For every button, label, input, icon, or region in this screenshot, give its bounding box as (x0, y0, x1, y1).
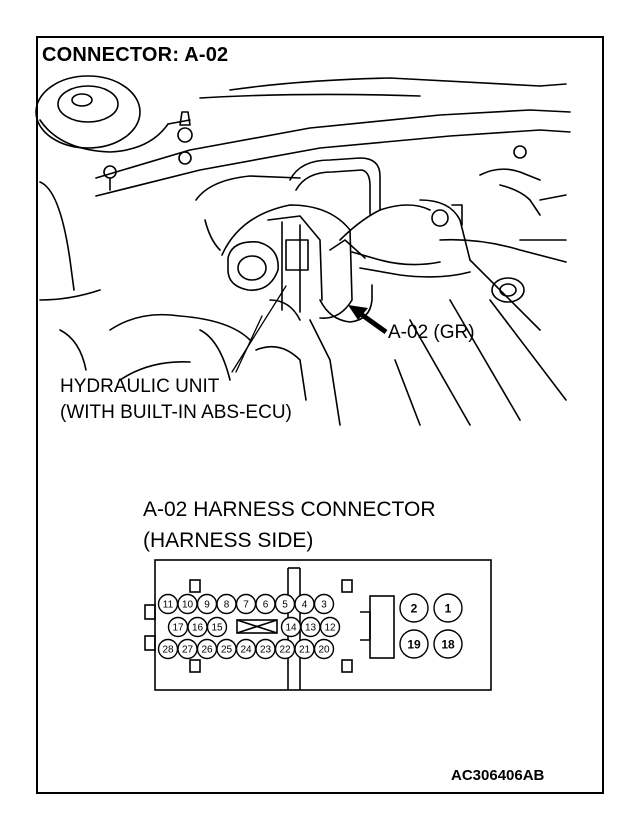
strut-mount (35, 75, 193, 153)
connector-callout: A-02 (GR) (388, 322, 475, 343)
pin-label-22: 22 (279, 645, 291, 656)
pin-label-17: 17 (172, 623, 184, 634)
pin-label-11: 11 (163, 600, 174, 611)
figure-code: AC306406AB (451, 767, 545, 784)
pin-label-23: 23 (260, 645, 272, 656)
pin-label-8: 8 (224, 600, 230, 611)
connector-arrow (348, 305, 388, 335)
fender (39, 181, 101, 301)
pin-label-9: 9 (204, 600, 210, 611)
pin-group-large: 2 1 19 18 (399, 593, 463, 659)
pin-label-18: 18 (441, 638, 455, 652)
pin-label-24: 24 (240, 645, 252, 656)
pin-2 (399, 593, 429, 623)
pin-group-small: 11 10 9 8 7 6 5 4 3 17 16 15 14 13 12 28 27 26 25 24 23 22 21 2… (157, 593, 341, 660)
brake-lines (289, 157, 471, 278)
harness-connector-title: A-02 HARNESS CONNECTOR (143, 498, 436, 521)
connector-title: CONNECTOR: A-02 (42, 44, 229, 66)
pin-label-20: 20 (318, 645, 330, 656)
pin-12 (319, 616, 341, 638)
pin-19 (399, 629, 429, 659)
pin-label-25: 25 (221, 645, 233, 656)
pin-label-4: 4 (302, 600, 308, 611)
lower-components (59, 299, 341, 426)
pin-label-28: 28 (162, 645, 174, 656)
hydraulic-unit-body (195, 175, 373, 323)
pin-1 (433, 593, 463, 623)
pin-label-16: 16 (192, 623, 204, 634)
figure-frame (36, 36, 604, 794)
hydraulic-unit-label: HYDRAULIC UNIT (60, 376, 220, 397)
pin-label-14: 14 (285, 623, 297, 634)
pin-label-2: 2 (411, 602, 418, 616)
pin-label-7: 7 (243, 600, 249, 611)
pin-label-1: 1 (445, 602, 452, 616)
pin-18 (433, 629, 463, 659)
pin-label-13: 13 (305, 623, 317, 634)
cowl-crossmember (95, 77, 571, 197)
pin-label-5: 5 (282, 600, 288, 611)
pin-3 (313, 593, 335, 615)
pin-15 (206, 616, 228, 638)
pin-label-27: 27 (182, 645, 194, 656)
connector-housing (154, 559, 492, 691)
pin-label-15: 15 (211, 623, 223, 634)
leader-lines (231, 285, 287, 373)
engine-components (394, 145, 567, 426)
pin-label-12: 12 (324, 623, 336, 634)
pin-label-26: 26 (201, 645, 213, 656)
hydraulic-unit-sublabel: (WITH BUILT-IN ABS-ECU) (60, 402, 292, 423)
pin-label-21: 21 (299, 645, 311, 656)
harness-connector-subtitle: (HARNESS SIDE) (143, 529, 314, 552)
pin-label-19: 19 (407, 638, 421, 652)
pin-20 (313, 638, 335, 660)
pin-label-6: 6 (263, 600, 269, 611)
pin-label-10: 10 (182, 600, 194, 611)
pin-label-3: 3 (321, 600, 327, 611)
